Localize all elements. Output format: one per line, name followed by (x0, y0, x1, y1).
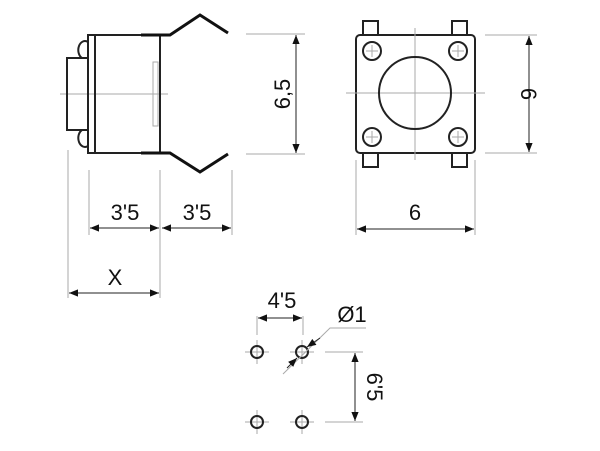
hole (250, 345, 264, 359)
switch-body (87, 34, 161, 154)
corner-holes (362, 41, 468, 147)
spacing-y-label: 6'5 (362, 373, 387, 402)
height-label: 6,5 (270, 79, 295, 110)
diameter-leader (282, 327, 366, 375)
leader-arrow (286, 357, 298, 369)
x-label: X (108, 265, 123, 290)
hole-diameter-label: Ø1 (337, 302, 366, 327)
tab (451, 20, 468, 36)
spacing-x-label: 4'5 (268, 288, 297, 313)
button-circle (378, 56, 452, 130)
width-label: 6 (409, 200, 421, 225)
tab (451, 152, 468, 168)
tab (362, 152, 379, 168)
leader-arrow (306, 337, 321, 348)
hole (295, 345, 309, 359)
footprint: 4'5 Ø1 6'5 (245, 288, 387, 434)
side-view: 6,5 3'5 3'5 X (60, 13, 305, 298)
side-slot (152, 61, 159, 127)
hole-crosshairs (245, 340, 314, 434)
tab (362, 20, 379, 36)
hole (250, 415, 264, 429)
bottom-lead (141, 151, 229, 174)
right-width-label: 3'5 (183, 200, 212, 225)
bumps (77, 40, 89, 148)
height-label: 6 (516, 88, 541, 100)
left-width-label: 3'5 (111, 200, 140, 225)
hole (295, 415, 309, 429)
top-view: 6 6 (346, 20, 541, 235)
top-lead (141, 13, 229, 37)
